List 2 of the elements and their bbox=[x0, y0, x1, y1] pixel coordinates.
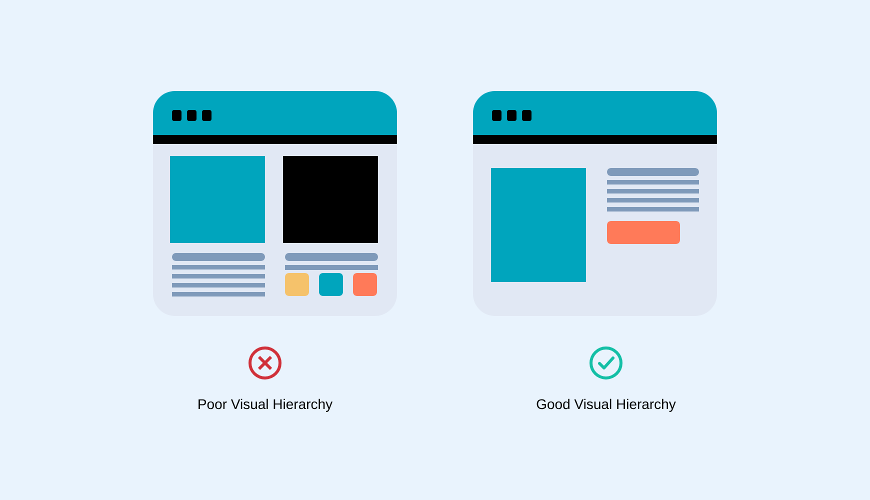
caption: Good Visual Hierarchy bbox=[536, 398, 676, 412]
caption: Poor Visual Hierarchy bbox=[198, 398, 333, 412]
